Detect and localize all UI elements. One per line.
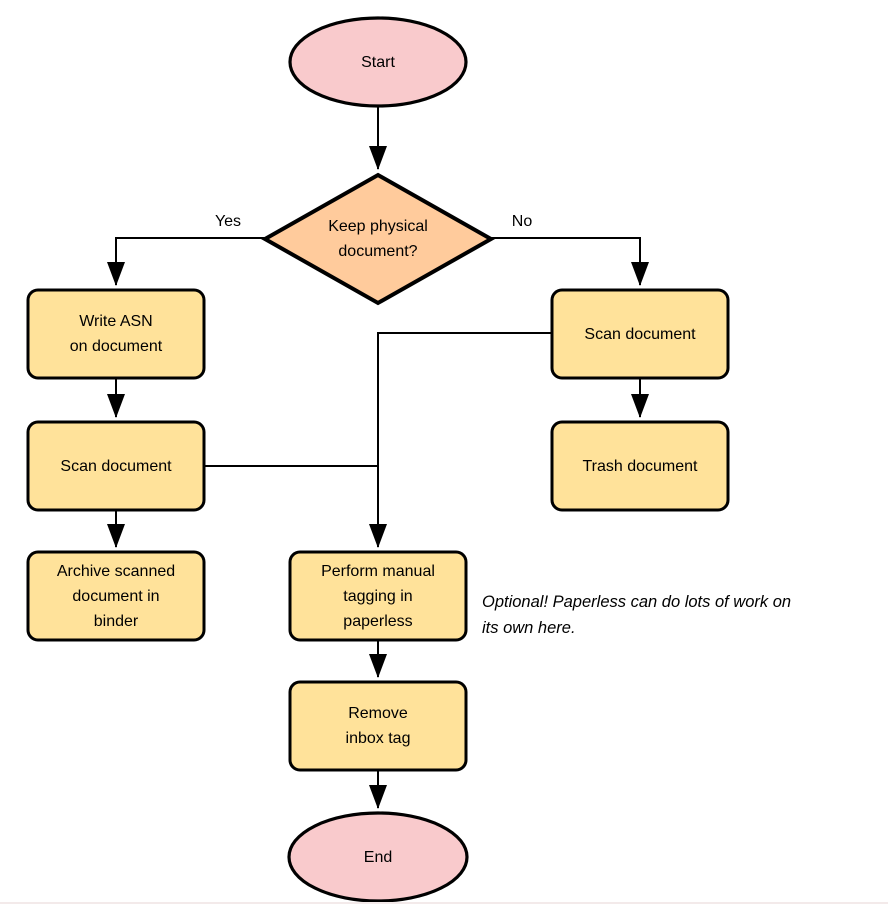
optional-note-text: Optional! Paperless can do lots of work … <box>482 593 792 637</box>
scan-right-process-shape <box>550 288 730 380</box>
tagging-process-shape <box>288 550 468 642</box>
end-terminal-shape <box>287 811 469 903</box>
start-terminal-shape <box>288 16 468 108</box>
scan-left-process-shape <box>26 420 206 512</box>
bottom-divider-line <box>0 902 888 904</box>
edge-scan-right-to-tagging <box>369 332 552 548</box>
edge-decision-no-to-scan-right <box>491 237 649 286</box>
remove-inbox-process-shape <box>288 680 468 772</box>
archive-process-shape <box>26 550 206 642</box>
trash-process-shape <box>550 420 730 512</box>
decision-diamond-shape <box>260 172 496 306</box>
edge-decision-yes-to-write-asn <box>107 237 265 286</box>
edge-label-yes: Yes <box>214 213 242 230</box>
write-asn-process-shape <box>26 288 206 380</box>
edge-label-no: No <box>511 213 533 230</box>
